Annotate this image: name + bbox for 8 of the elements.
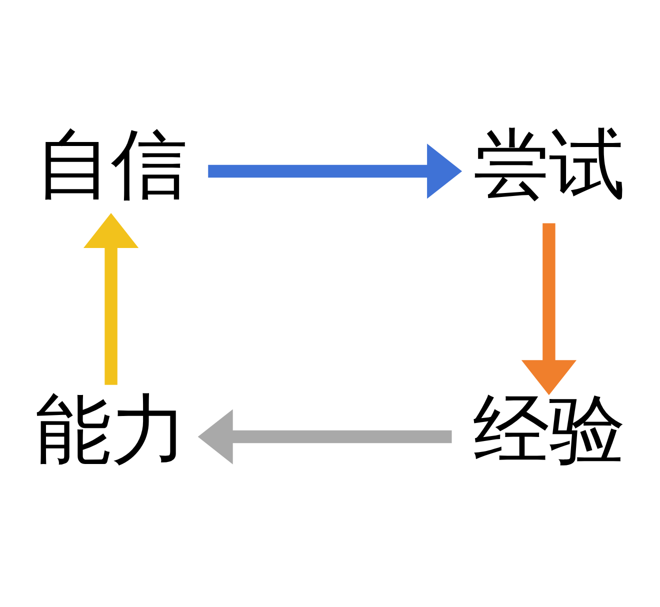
arrow [198,408,452,464]
node-text: 尝试 [472,119,625,208]
arrow [83,212,139,384]
arrow [521,222,577,395]
node-text: 经验 [472,384,625,474]
arrow [208,143,462,198]
node-text: 能力 [35,384,188,474]
node-text: 自信 [35,119,188,208]
